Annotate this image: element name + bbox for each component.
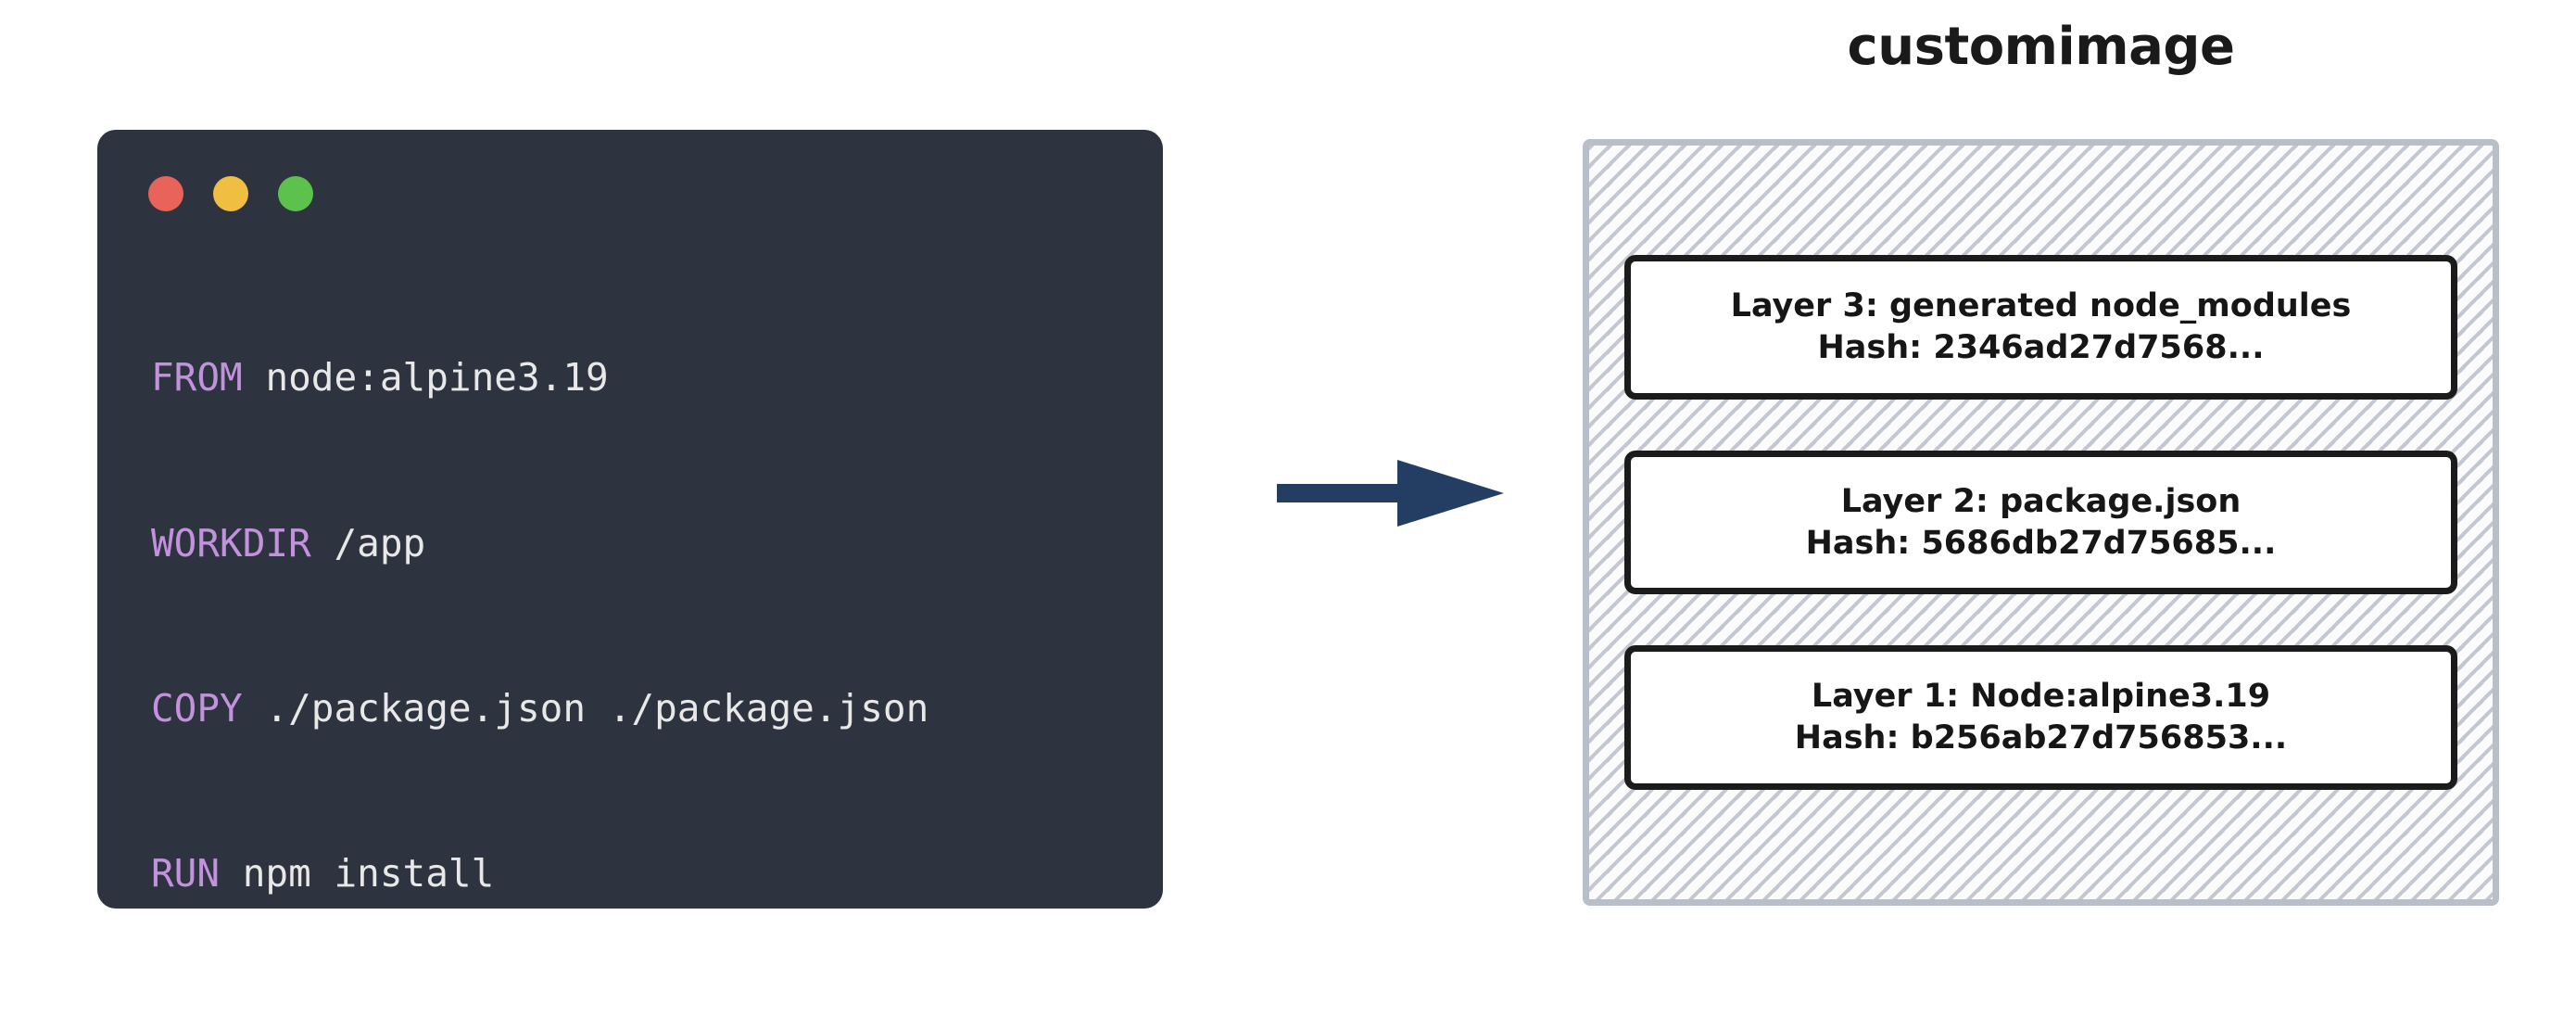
image-title: customimage (1847, 17, 2235, 77)
code-line-workdir: WORKDIR /app (151, 520, 1135, 600)
layer-box-3[interactable]: Layer 3: generated node_modules Hash: 23… (1624, 255, 2457, 400)
code-window: FROM node:alpine3.19 WORKDIR /app COPY .… (97, 130, 1163, 909)
code-line-from: FROM node:alpine3.19 (151, 356, 1135, 434)
layer-2-hash: Hash: 5686db27d75685... (1805, 524, 2277, 562)
dockerfile-code[interactable]: FROM node:alpine3.19 WORKDIR /app COPY .… (151, 269, 1135, 1017)
code-keyword-copy: COPY (151, 685, 243, 731)
window-traffic-lights (148, 176, 313, 211)
code-keyword-workdir: WORKDIR (151, 520, 311, 566)
code-keyword-run: RUN (151, 851, 221, 896)
code-line-run: RUN npm install (151, 852, 1135, 930)
code-argument-from: node:alpine3.19 (265, 355, 609, 400)
layer-3-hash: Hash: 2346ad27d7568... (1817, 328, 2265, 366)
maximize-button[interactable] (278, 176, 313, 211)
layer-1-hash: Hash: b256ab27d756853... (1794, 719, 2288, 757)
layer-box-2[interactable]: Layer 2: package.json Hash: 5686db27d756… (1624, 450, 2457, 595)
layer-1-name: Layer 1: Node:alpine3.19 (1811, 678, 2271, 716)
code-line-copy: COPY ./package.json ./package.json (151, 685, 1135, 765)
flow-arrow-icon (1277, 460, 1504, 527)
layer-box-1[interactable]: Layer 1: Node:alpine3.19 Hash: b256ab27d… (1624, 645, 2457, 790)
close-button[interactable] (148, 176, 183, 211)
image-layers-container: Layer 3: generated node_modules Hash: 23… (1583, 139, 2499, 906)
code-keyword-from: FROM (151, 355, 243, 400)
code-argument-copy: ./package.json ./package.json (265, 685, 929, 731)
layer-2-name: Layer 2: package.json (1840, 482, 2241, 520)
minimize-button[interactable] (213, 176, 248, 211)
layer-3-name: Layer 3: generated node_modules (1730, 287, 2352, 325)
code-argument-run: npm install (242, 851, 495, 896)
code-argument-workdir: /app (334, 520, 426, 566)
